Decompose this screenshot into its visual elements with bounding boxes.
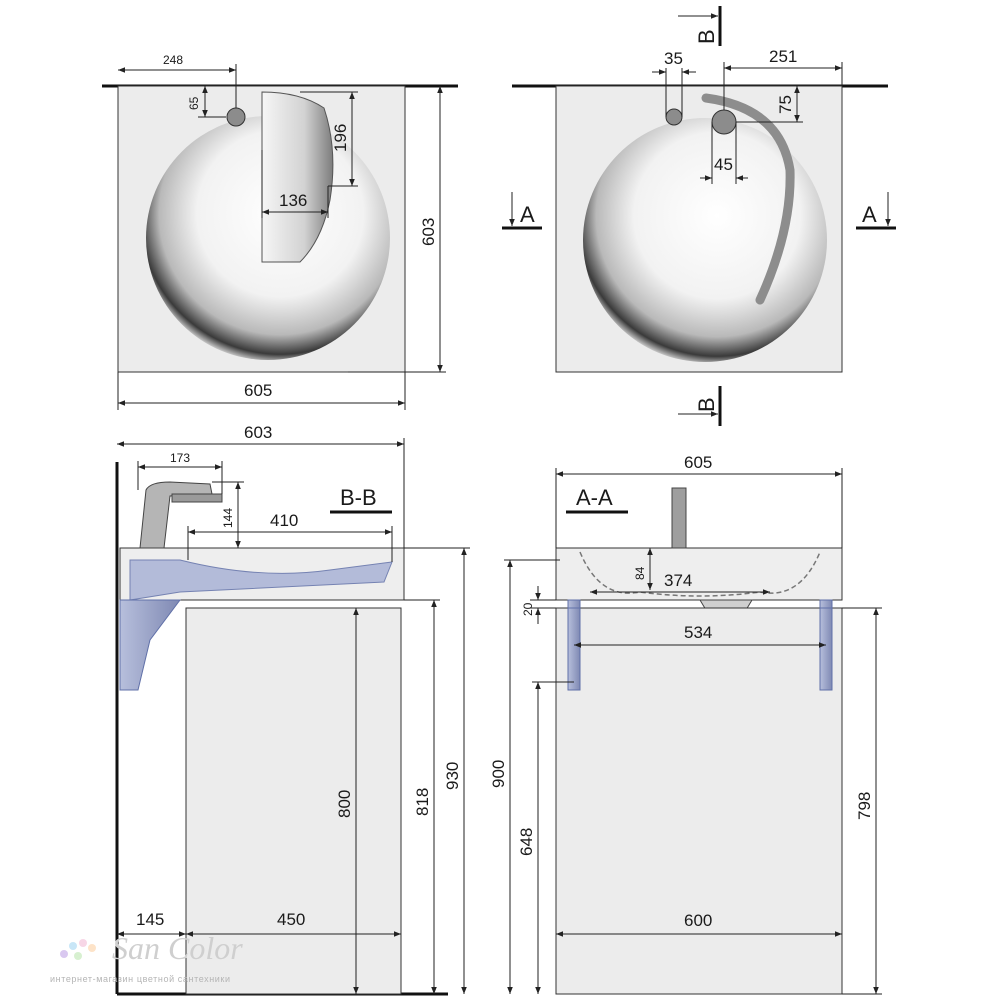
dim-bowl-length: 410 [270,511,298,530]
dim-splash-height: 196 [331,124,350,152]
dim-drain-offset-x: 251 [769,47,797,66]
cabinet-side [185,607,402,995]
bracket-left-lower [567,607,581,691]
faucet-pipe-icon [671,487,687,549]
dim-floor-height: 900 [489,760,508,788]
watermark-tagline: интернет-магазин цветной сантехники [50,974,231,984]
drain-hole-icon [711,109,737,135]
section-bb-side-view: B-B 603 173 144 410 800 818 930 145 [115,423,470,996]
wall-bracket [119,599,181,691]
dim-bracket-spacing: 534 [684,623,712,642]
section-mark-b-top: B [694,29,719,44]
section-bb-title: B-B [340,485,377,510]
faucet-handle-icon [171,493,223,503]
watermark-brand: San Color [112,930,243,966]
basin-bowl [583,118,827,362]
top-right-plan-view: 35 251 75 45 A A B B [502,6,896,426]
splash-wing [261,91,334,263]
faucet-hole-icon [226,107,246,127]
overflow-hole-icon [665,108,683,126]
dim-bowl-width: 374 [664,571,692,590]
faucet-icon [139,481,213,549]
watermark: San Color интернет-магазин цветной санте… [50,930,310,990]
dim-overall-width: 605 [244,381,272,400]
dim-bb-top-width: 603 [244,423,272,442]
dim-faucet-offset-y: 65 [187,96,201,110]
dim-splash-width: 136 [279,191,307,210]
dim-faucet-reach: 173 [170,451,190,465]
dim-wall-gap: 145 [136,910,164,929]
dim-drain-diameter: 45 [714,155,733,174]
dim-edge-thickness: 20 [521,602,535,616]
section-aa-front-view: A-A 605 84 374 20 534 900 648 798 [489,453,882,995]
top-left-plan-view: 248 65 196 136 603 605 [102,53,458,410]
dim-aa-cabinet-width: 600 [684,911,712,930]
spiral-channel [701,93,795,305]
dim-bowl-depth: 84 [633,566,647,580]
dim-aa-top-width: 605 [684,453,712,472]
dim-mount-height: 818 [413,788,432,816]
section-mark-a-left: A [520,202,535,227]
section-mark-b-bottom: B [694,397,719,412]
dim-bb-cabinet-depth: 450 [277,910,305,929]
cabinet-front [555,607,843,995]
section-mark-a-right: A [862,202,877,227]
dim-faucet-height: 144 [221,508,235,528]
dim-drain-offset-y: 75 [776,95,795,114]
basin-section-fill [129,559,393,601]
color-dots-logo-icon [60,939,96,960]
dim-hole-spacing: 35 [664,49,683,68]
dim-bb-cabinet-height: 800 [335,790,354,818]
bracket-right-lower [819,607,833,691]
dim-overall-depth: 603 [419,218,438,246]
dim-bracket-height: 648 [517,828,536,856]
section-aa-title: A-A [576,485,613,510]
basin-front-profile [555,547,843,601]
dim-faucet-offset-x: 248 [163,53,183,67]
bowl-contour [579,551,821,597]
dim-total-height: 930 [443,762,462,790]
dim-aa-cabinet-height: 798 [855,792,874,820]
